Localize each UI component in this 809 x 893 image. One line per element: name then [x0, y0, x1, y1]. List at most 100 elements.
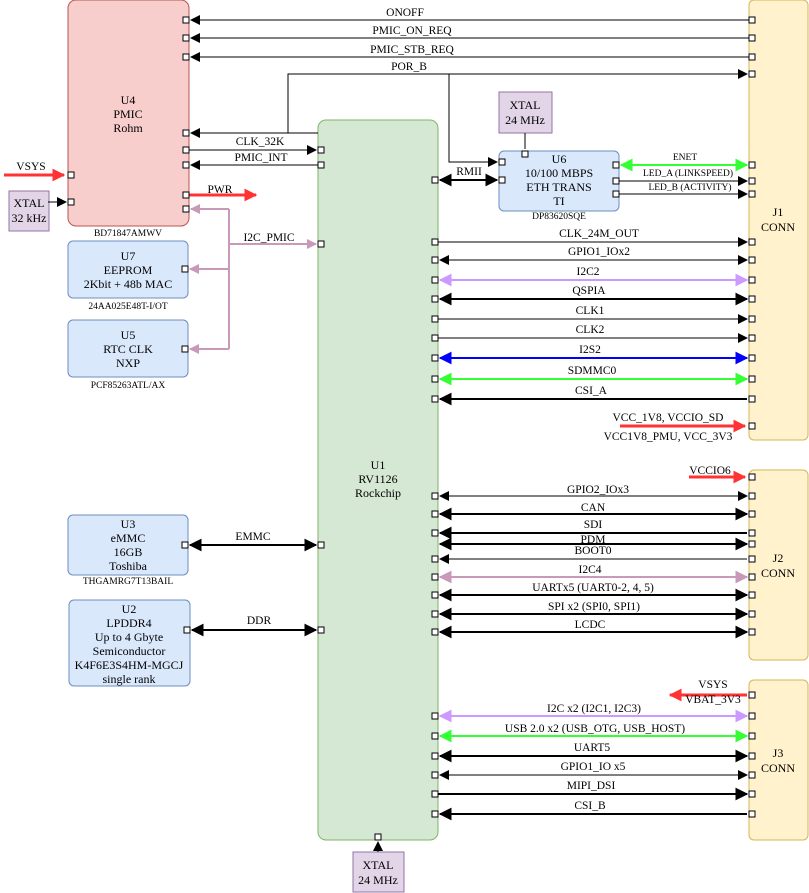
label-gpio1-iox2: GPIO1_IOx2 — [568, 246, 630, 258]
connector-j3: J3 CONN — [748, 679, 809, 841]
u7-part-number: 24AA025E48T-I/OT — [88, 302, 168, 312]
lpddr4-block-u2: U2 LPDDR4 Up to 4 Gbyte Semiconductor K4… — [68, 599, 191, 687]
xtal-32khz-freq: 32 kHz — [12, 211, 47, 225]
label-gpio1-io-x5: GPIO1_IO x5 — [561, 761, 626, 773]
j3-type: CONN — [761, 761, 795, 775]
label-pmic-stb-req: PMIC_STB_REQ — [370, 44, 454, 56]
u3-type: eMMC — [111, 531, 146, 545]
u5-type: RTC CLK — [103, 342, 153, 356]
xtal-eth-freq: 24 MHz — [505, 113, 545, 127]
label-i2c-x2: I2C x2 (I2C1, I2C3) — [547, 703, 641, 715]
u7-type: EEPROM — [104, 263, 153, 277]
label-vbat-3v3: VBAT_3V3 — [685, 694, 741, 706]
label-i2c-pmic: I2C_PMIC — [243, 232, 294, 244]
label-uartx5: UARTx5 (UART0-2, 4, 5) — [532, 582, 654, 594]
eth-phy-block-u6: U6 10/100 MBPS ETH TRANS TI DP83620SQE — [498, 150, 620, 222]
label-onoff: ONOFF — [386, 7, 424, 19]
u2-rank: single rank — [103, 672, 156, 686]
u2-vendor: Semiconductor — [93, 644, 166, 658]
u6-vendor: TI — [553, 194, 564, 208]
j3-name: J3 — [773, 746, 784, 760]
label-ddr: DDR — [247, 615, 272, 627]
u3-size: 16GB — [114, 545, 143, 559]
label-sdmmc0: SDMMC0 — [568, 365, 617, 377]
u2-type: LPDDR4 — [106, 616, 151, 630]
soc-block-u1: U1 RV1126 Rockchip — [317, 119, 439, 841]
eeprom-block-u7: U7 EEPROM 2Kbit + 48b MAC 24AA025E48T-I/… — [67, 240, 189, 312]
u4-vendor: Rohm — [113, 121, 143, 135]
label-pdm: PDM — [581, 534, 606, 546]
label-enet: ENET — [673, 153, 697, 163]
label-boot0: BOOT0 — [574, 545, 611, 557]
connector-j2: J2 CONN — [748, 469, 809, 661]
label-sdi: SDI — [584, 519, 603, 531]
u1-name: U1 — [371, 458, 386, 472]
u1-type: RV1126 — [358, 472, 397, 486]
j1-type: CONN — [761, 220, 795, 234]
label-por-b: POR_B — [391, 61, 427, 73]
u5-part-number: PCF85263ATL/AX — [91, 381, 166, 391]
connector-j1: J1 CONN — [748, 0, 809, 441]
label-pmic-int: PMIC_INT — [234, 152, 287, 164]
label-qspia: QSPIA — [572, 285, 606, 297]
u4-type: PMIC — [113, 107, 142, 121]
xtal-soc-24mhz: XTAL 24 MHz — [352, 851, 405, 893]
pin-markers — [67, 16, 756, 841]
label-emmc: EMMC — [235, 531, 270, 543]
j2-name: J2 — [773, 551, 784, 565]
label-led-a: LED_A (LINKSPEED) — [643, 168, 733, 179]
label-clk-24m-out: CLK_24M_OUT — [559, 228, 639, 240]
xtal-32khz: XTAL 32 kHz — [8, 190, 50, 232]
xtal-eth-label: XTAL — [509, 98, 540, 112]
label-pwr: PWR — [208, 184, 233, 196]
label-vsys-j3: VSYS — [698, 679, 727, 691]
label-clk1: CLK1 — [576, 305, 605, 317]
label-spi-x2: SPI x2 (SPI0, SPI1) — [548, 601, 640, 613]
label-led-b: LED_B (ACTIVITY) — [648, 182, 731, 193]
xtal-soc-freq: 24 MHz — [358, 873, 398, 887]
u6-part-number: DP83620SQE — [532, 212, 586, 222]
xtal-soc-label: XTAL — [362, 858, 393, 872]
label-rmii: RMII — [456, 166, 482, 178]
u2-part-number: K4F6E3S4HM-MGCJ — [75, 658, 184, 672]
rtc-block-u5: U5 RTC CLK NXP PCF85263ATL/AX — [67, 319, 189, 391]
u7-name: U7 — [121, 249, 136, 263]
label-gpio2-iox3: GPIO2_IOx3 — [567, 484, 629, 496]
label-csi-b: CSI_B — [574, 800, 606, 812]
u5-name: U5 — [121, 328, 136, 342]
u3-vendor: Toshiba — [109, 559, 147, 573]
label-vcc-1v8: VCC_1V8, VCCIO_SD — [613, 412, 724, 424]
u2-name: U2 — [122, 602, 137, 616]
j1-name: J1 — [773, 205, 784, 219]
label-pmic-on-req: PMIC_ON_REQ — [372, 25, 452, 37]
u6-speed: 10/100 MBPS — [525, 166, 593, 180]
label-usb: USB 2.0 x2 (USB_OTG, USB_HOST) — [505, 723, 685, 735]
u6-type: ETH TRANS — [526, 180, 591, 194]
label-i2c2: I2C2 — [577, 266, 600, 278]
u7-desc: 2Kbit + 48b MAC — [84, 277, 172, 291]
u6-name: U6 — [552, 152, 567, 166]
label-i2s2: I2S2 — [579, 344, 601, 356]
u4-name: U4 — [121, 93, 136, 107]
label-vcc1v8-pmu: VCC1V8_PMU, VCC_3V3 — [604, 431, 733, 443]
xtal-eth-24mhz: XTAL 24 MHz — [498, 91, 553, 134]
label-can: CAN — [581, 502, 606, 514]
u5-vendor: NXP — [116, 356, 140, 370]
j2-type: CONN — [761, 566, 795, 580]
u3-part-number: THGAMRG7T13BAIL — [83, 577, 173, 587]
label-csi-a: CSI_A — [575, 385, 608, 397]
label-mipi-dsi: MIPI_DSI — [567, 780, 616, 792]
label-clk2: CLK2 — [576, 324, 605, 336]
xtal-32khz-label: XTAL — [13, 196, 44, 210]
u2-size: Up to 4 Gbyte — [95, 630, 163, 644]
u4-part-number: BD71847AMWV — [94, 229, 162, 239]
label-lcdc: LCDC — [575, 619, 606, 631]
pmic-block-u4: U4 PMIC Rohm BD71847AMWV — [67, 0, 190, 239]
signal-labels: ONOFF PMIC_ON_REQ PMIC_STB_REQ POR_B CLK… — [16, 7, 741, 812]
u1-vendor: Rockchip — [355, 486, 401, 500]
label-i2c4: I2C4 — [579, 564, 602, 576]
label-vsys-in: VSYS — [16, 161, 45, 173]
u3-name: U3 — [121, 517, 136, 531]
emmc-block-u3: U3 eMMC 16GB Toshiba THGAMRG7T13BAIL — [67, 514, 189, 587]
label-clk-32k: CLK_32K — [236, 136, 285, 148]
